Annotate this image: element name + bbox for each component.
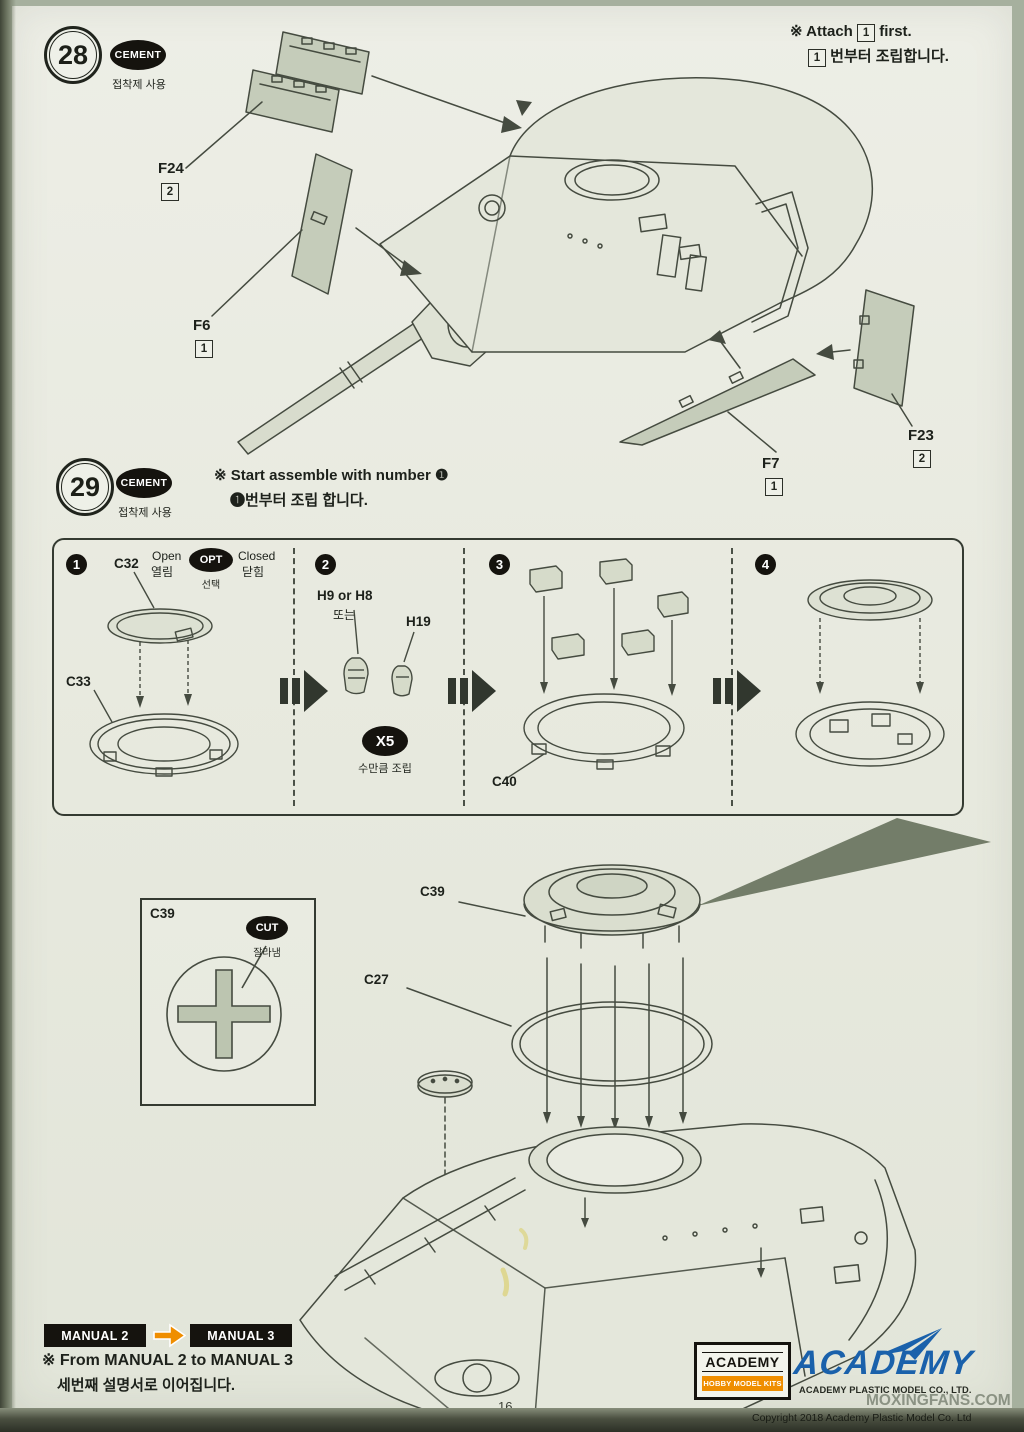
opt-caption: 선택 xyxy=(201,580,221,591)
watermark-text: MOXINGFANS.COM xyxy=(866,1392,1011,1409)
substep-3-number: 3 xyxy=(489,554,510,575)
footer-note-line1: ※ From MANUAL 2 to MANUAL 3 xyxy=(42,1352,294,1369)
boxed-number-1: 1 xyxy=(808,49,826,67)
part-label-f7: F7 xyxy=(762,455,780,472)
footer-note-line2: 세번째 설명서로 이어집니다. xyxy=(57,1377,236,1394)
cutbox-part-label: C39 xyxy=(150,906,175,921)
substep-divider xyxy=(463,548,465,806)
or-label-ko: 또는 xyxy=(333,608,356,622)
opt-icon: OPT xyxy=(189,548,233,572)
cement-icon: CEMENT xyxy=(116,468,172,498)
step29-note-line2: ❶번부터 조립 합니다. xyxy=(230,492,368,509)
part-qty-f24: 2 xyxy=(161,183,179,201)
substep-divider xyxy=(293,548,295,806)
academy-kit-logo-title: ACADEMY xyxy=(702,1352,783,1372)
substep-4-number: 4 xyxy=(755,554,776,575)
part-qty-f7: 1 xyxy=(765,478,783,496)
x5-repeat-icon: X5 xyxy=(362,726,408,756)
part-qty-f23: 2 xyxy=(913,450,931,468)
manual-3-badge: MANUAL 3 xyxy=(190,1324,292,1347)
substep-divider xyxy=(731,548,733,806)
next-manual-arrow-icon xyxy=(153,1323,186,1348)
step-28-number: 28 xyxy=(57,39,89,70)
academy-company-name: ACADEMY PLASTIC MODEL CO., LTD. xyxy=(799,1385,972,1395)
boxed-number-1: 1 xyxy=(857,24,876,42)
manual-2-badge: MANUAL 2 xyxy=(44,1324,146,1347)
substep-1-number: 1 xyxy=(66,554,87,575)
step28-note-line2: 1 번부터 조립합니다. xyxy=(808,45,949,67)
cement-icon: CEMENT xyxy=(110,40,166,70)
academy-wordmark: ACADEMY xyxy=(792,1344,975,1382)
step-29-number: 29 xyxy=(69,471,101,502)
part-label-c32: C32 xyxy=(114,556,139,571)
part-label-f24: F24 xyxy=(158,160,184,177)
substep-2-number: 2 xyxy=(315,554,336,575)
part-label-f6: F6 xyxy=(193,317,211,334)
assembly-label-c27: C27 xyxy=(364,972,389,987)
part-qty-f6: 1 xyxy=(195,340,213,358)
open-label-ko: 열림 xyxy=(151,565,174,579)
open-label-en: Open xyxy=(152,549,182,563)
cement-caption: 접착제 사용 xyxy=(118,507,172,519)
academy-kit-logo-subtitle: HOBBY MODEL KITS xyxy=(702,1376,783,1391)
cut-icon: CUT xyxy=(246,916,288,940)
step-28-badge: 28 xyxy=(44,26,102,84)
cut-detail-diagram xyxy=(166,945,282,1072)
part-label-c40: C40 xyxy=(492,774,517,789)
part-label-h19: H19 xyxy=(406,614,431,629)
substep-diagram xyxy=(89,558,945,781)
substep-box xyxy=(52,538,964,816)
turret-exploded-diagram xyxy=(185,31,915,455)
assembly-label-c39: C39 xyxy=(420,884,445,899)
part-label-h9-h8: H9 or H8 xyxy=(317,588,373,603)
step29-note-line1: ※ Start assemble with number ❶ xyxy=(214,467,449,484)
scan-edge-strip xyxy=(0,1408,1024,1432)
step28-note-line1: ※ Attach 1 first. xyxy=(790,23,912,42)
paper-plane-logo-icon xyxy=(876,1328,942,1360)
closed-label-en: Closed xyxy=(238,549,276,563)
part-label-c33: C33 xyxy=(66,674,91,689)
closed-label-ko: 닫힘 xyxy=(242,565,265,579)
copyright-text: Copyright 2018 Academy Plastic Model Co.… xyxy=(752,1412,972,1424)
cut-caption: 잘라냄 xyxy=(253,948,281,959)
scan-edge-left xyxy=(0,0,16,1432)
academy-kit-logo-box: ACADEMY HOBBY MODEL KITS xyxy=(694,1342,791,1400)
part-label-f23: F23 xyxy=(908,427,934,444)
x5-caption: 수만큼 조립 xyxy=(358,763,412,775)
step-29-badge: 29 xyxy=(56,458,114,516)
cement-caption: 접착제 사용 xyxy=(112,79,166,91)
